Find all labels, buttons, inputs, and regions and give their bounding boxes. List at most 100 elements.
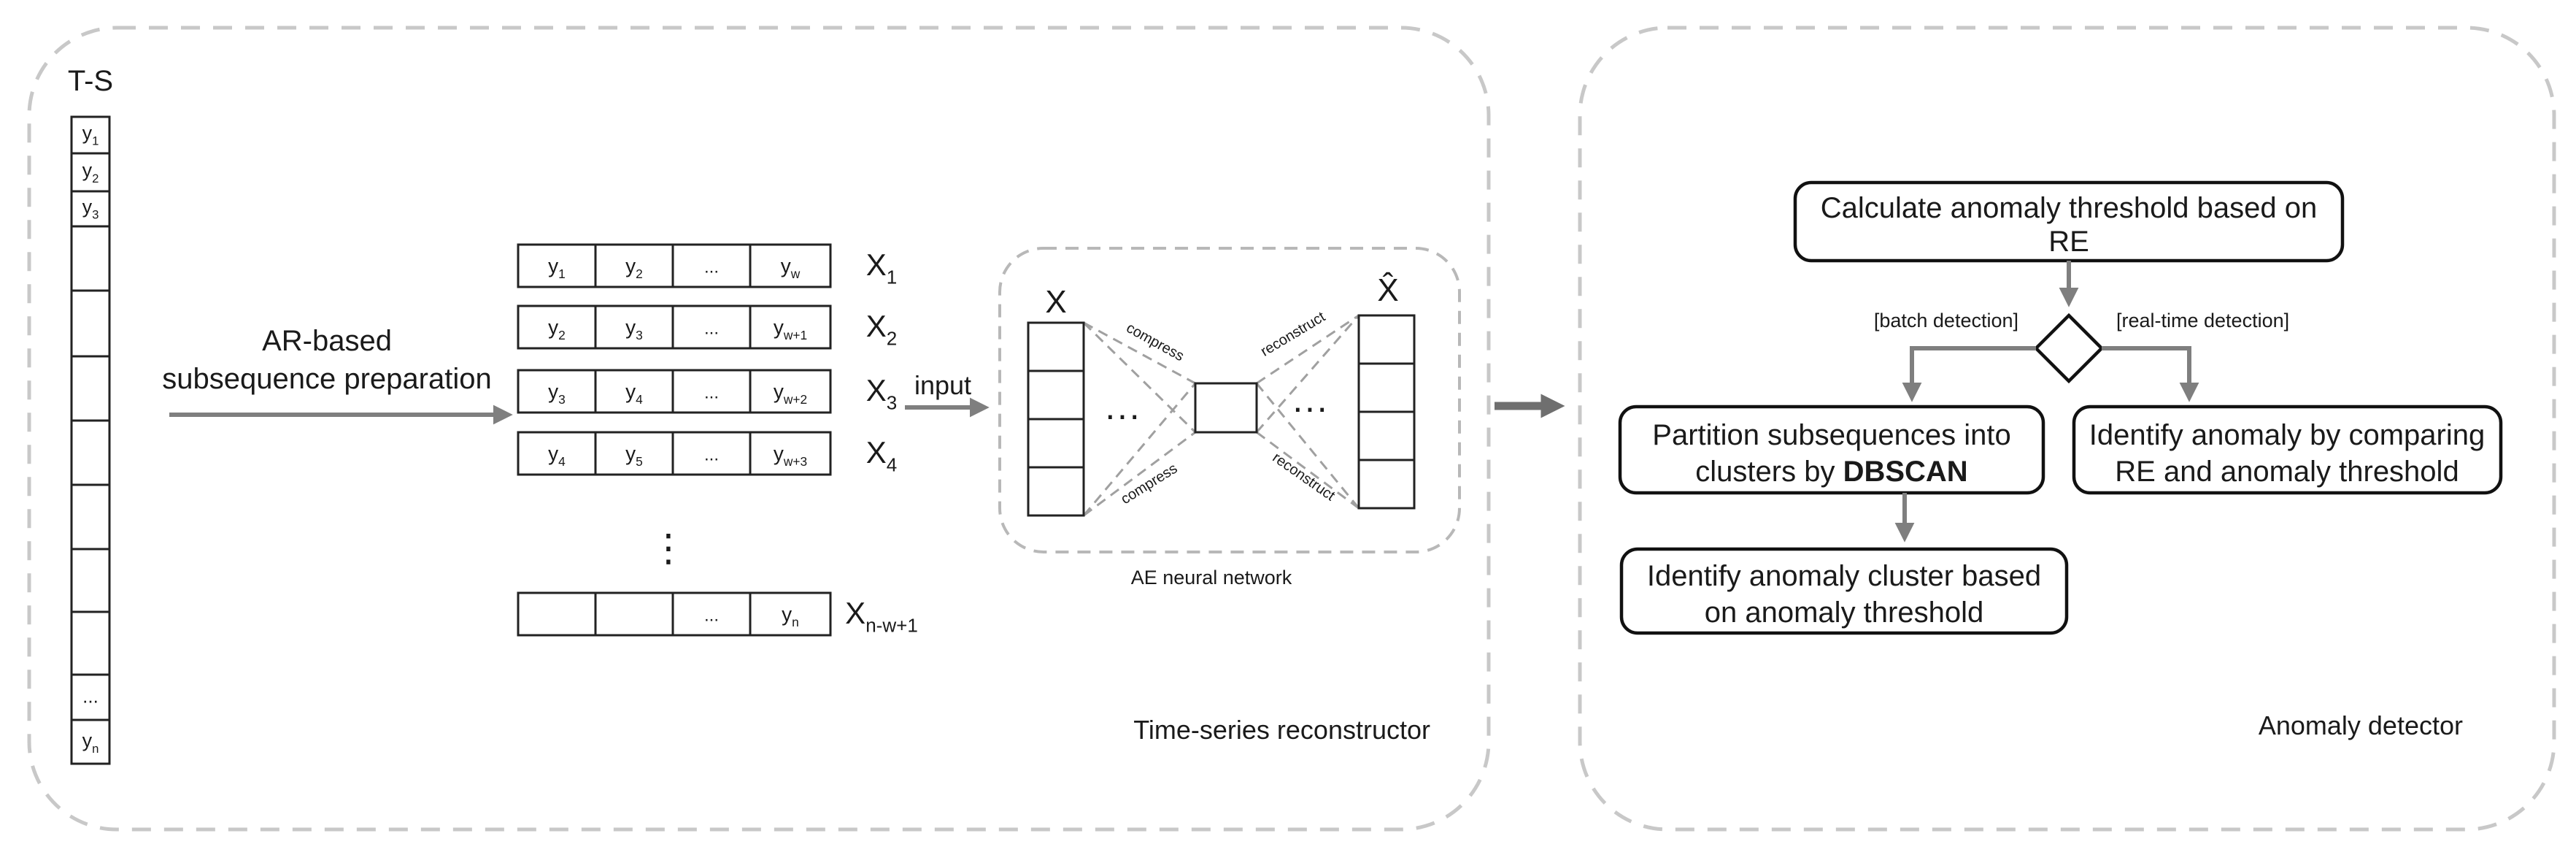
subsequence-cell-label: ... <box>704 605 719 625</box>
reconstruct-label-top: reconstruct <box>1258 309 1329 360</box>
subsequence-cell <box>517 591 597 637</box>
partition-box-line2: clusters by DBSCAN <box>1695 456 1967 488</box>
subsequence-cell-label-subscript: 4 <box>558 454 566 469</box>
prep-label-line2: subsequence preparation <box>162 363 491 395</box>
subsequence-cell-label: yw+2 <box>774 380 807 407</box>
subsequence-cell-label-base: y <box>625 254 636 277</box>
ae-output-neuron <box>1357 314 1416 365</box>
subsequence-label-subscript: 4 <box>887 454 897 476</box>
realtime-detection-label: [real-time detection] <box>2116 310 2289 331</box>
ts-cell-label: ... <box>82 685 99 707</box>
subsequence-cell-label: yw <box>781 254 801 281</box>
subsequence-cell-label: y5 <box>625 442 643 469</box>
subsequence-cell-label: yw+3 <box>774 442 807 469</box>
ts-cell <box>70 610 111 676</box>
input-label: input <box>914 370 971 400</box>
subsequence-cell-label-base: y <box>625 380 636 402</box>
subsequence-cell-label-subscript: n <box>792 615 799 629</box>
subsequence-cell-label-base: y <box>548 442 558 464</box>
subsequence-cell-label-base: ... <box>704 257 719 277</box>
ae-panel <box>998 247 1461 553</box>
subsequence-cell <box>671 431 752 476</box>
subsequence-cell-label-subscript: 2 <box>636 267 643 281</box>
realtime-branch-arrow <box>2102 346 2199 402</box>
subsequence-cell-label: yw+1 <box>774 315 807 342</box>
subsequence-cell <box>517 304 597 350</box>
threshold-box-line2: RE <box>2048 226 2089 258</box>
ts-cell-label-subscript: 2 <box>92 172 99 185</box>
ae-ellipsis-left: ··· <box>1104 394 1141 435</box>
prep-label-line1: AR-based <box>262 325 392 357</box>
subsequence-label: X2 <box>866 309 898 350</box>
subsequence-cell-label-base: y <box>782 602 792 625</box>
ts-cell-label-base: ... <box>82 685 99 707</box>
subsequence-label-base: X <box>866 248 887 282</box>
subsequence-cell-label: ... <box>704 257 719 277</box>
subsequence-cell-label-subscript: 3 <box>636 328 643 342</box>
ae-output-neuron <box>1357 362 1416 413</box>
ts-cell <box>70 673 111 721</box>
cluster-box-line2: on anomaly threshold <box>1705 597 1983 629</box>
subsequence-cell-label-base: y <box>774 442 784 464</box>
decision-diamond <box>2033 313 2105 384</box>
ts-cell <box>70 419 111 486</box>
subsequence-cell <box>594 431 674 476</box>
detector-panel <box>1578 26 2556 832</box>
subsequence-cell-label: yn <box>782 602 799 629</box>
ts-cell <box>70 289 111 358</box>
compare-box-line2: RE and anomaly threshold <box>2115 456 2459 488</box>
ts-cell-label-subscript: 1 <box>92 134 99 148</box>
ts-cell <box>70 548 111 613</box>
subsequence-label-base: X <box>845 596 865 630</box>
ae-bottleneck <box>1194 382 1258 434</box>
vertical-dots: ⋮ <box>649 527 687 570</box>
subsequence-cell-label: ... <box>704 445 719 464</box>
ts-cell-label: y3 <box>82 196 99 222</box>
ts-cell-label-subscript: n <box>92 742 99 756</box>
subsequence-cell <box>749 431 832 476</box>
subsequence-label-subscript: n-w+1 <box>865 615 918 637</box>
subsequence-cell-label-subscript: 2 <box>558 328 566 342</box>
subsequence-cell <box>594 591 674 637</box>
subsequence-cell-label-base: y <box>781 254 791 277</box>
ts-cell <box>70 355 111 422</box>
ae-output-label: X̂ <box>1377 272 1398 308</box>
subsequence-cell-label: y4 <box>548 442 566 469</box>
ts-cell-label-base: y <box>82 196 93 218</box>
ae-input-neuron <box>1027 418 1085 469</box>
subsequence-label-base: X <box>866 373 887 407</box>
subsequence-label-subscript: 1 <box>887 267 897 288</box>
ts-cell-label-base: y <box>82 122 93 144</box>
subsequence-label: X4 <box>866 435 898 476</box>
compare-box-line1: Identify anomaly by comparing <box>2089 419 2486 451</box>
ts-cell-label-subscript: 3 <box>92 207 99 221</box>
subsequence-cell-label-subscript: 3 <box>558 392 566 407</box>
subsequence-cell-label-base: y <box>774 315 784 338</box>
subsequence-cell-label: y3 <box>625 315 643 342</box>
subsequence-cell-label: ... <box>704 383 719 402</box>
subsequence-cell-label-subscript: w+3 <box>783 454 807 469</box>
subsequence-cell-label-subscript: w+1 <box>783 328 807 342</box>
batch-detection-label: [batch detection] <box>1874 310 2018 331</box>
compress-label-top: compress <box>1124 320 1187 364</box>
ae-input-label: X <box>1045 284 1066 320</box>
threshold-box-line1: Calculate anomaly threshold based on <box>1821 192 2317 224</box>
subsequence-cell-label: y3 <box>548 380 566 407</box>
ae-input-neuron <box>1027 466 1085 517</box>
subsequence-cell <box>671 304 752 350</box>
subsequence-cell-label-base: y <box>548 315 558 338</box>
ae-connection-lines <box>1082 314 1360 517</box>
subsequence-cell-label-subscript: 4 <box>636 392 643 407</box>
ts-cell-label-base: y <box>82 729 93 751</box>
ts-cell <box>70 225 111 292</box>
subsequence-cell-label-subscript: w+2 <box>783 392 807 407</box>
subsequence-cell <box>749 591 832 637</box>
partition-box-line2-prefix: clusters by <box>1695 456 1843 488</box>
ae-input-layer <box>1027 321 1085 517</box>
subsequence-cell-label-base: y <box>548 380 558 402</box>
subsequence-cell-label-base: y <box>625 315 636 338</box>
subsequence-cell-label-base: ... <box>704 445 719 464</box>
